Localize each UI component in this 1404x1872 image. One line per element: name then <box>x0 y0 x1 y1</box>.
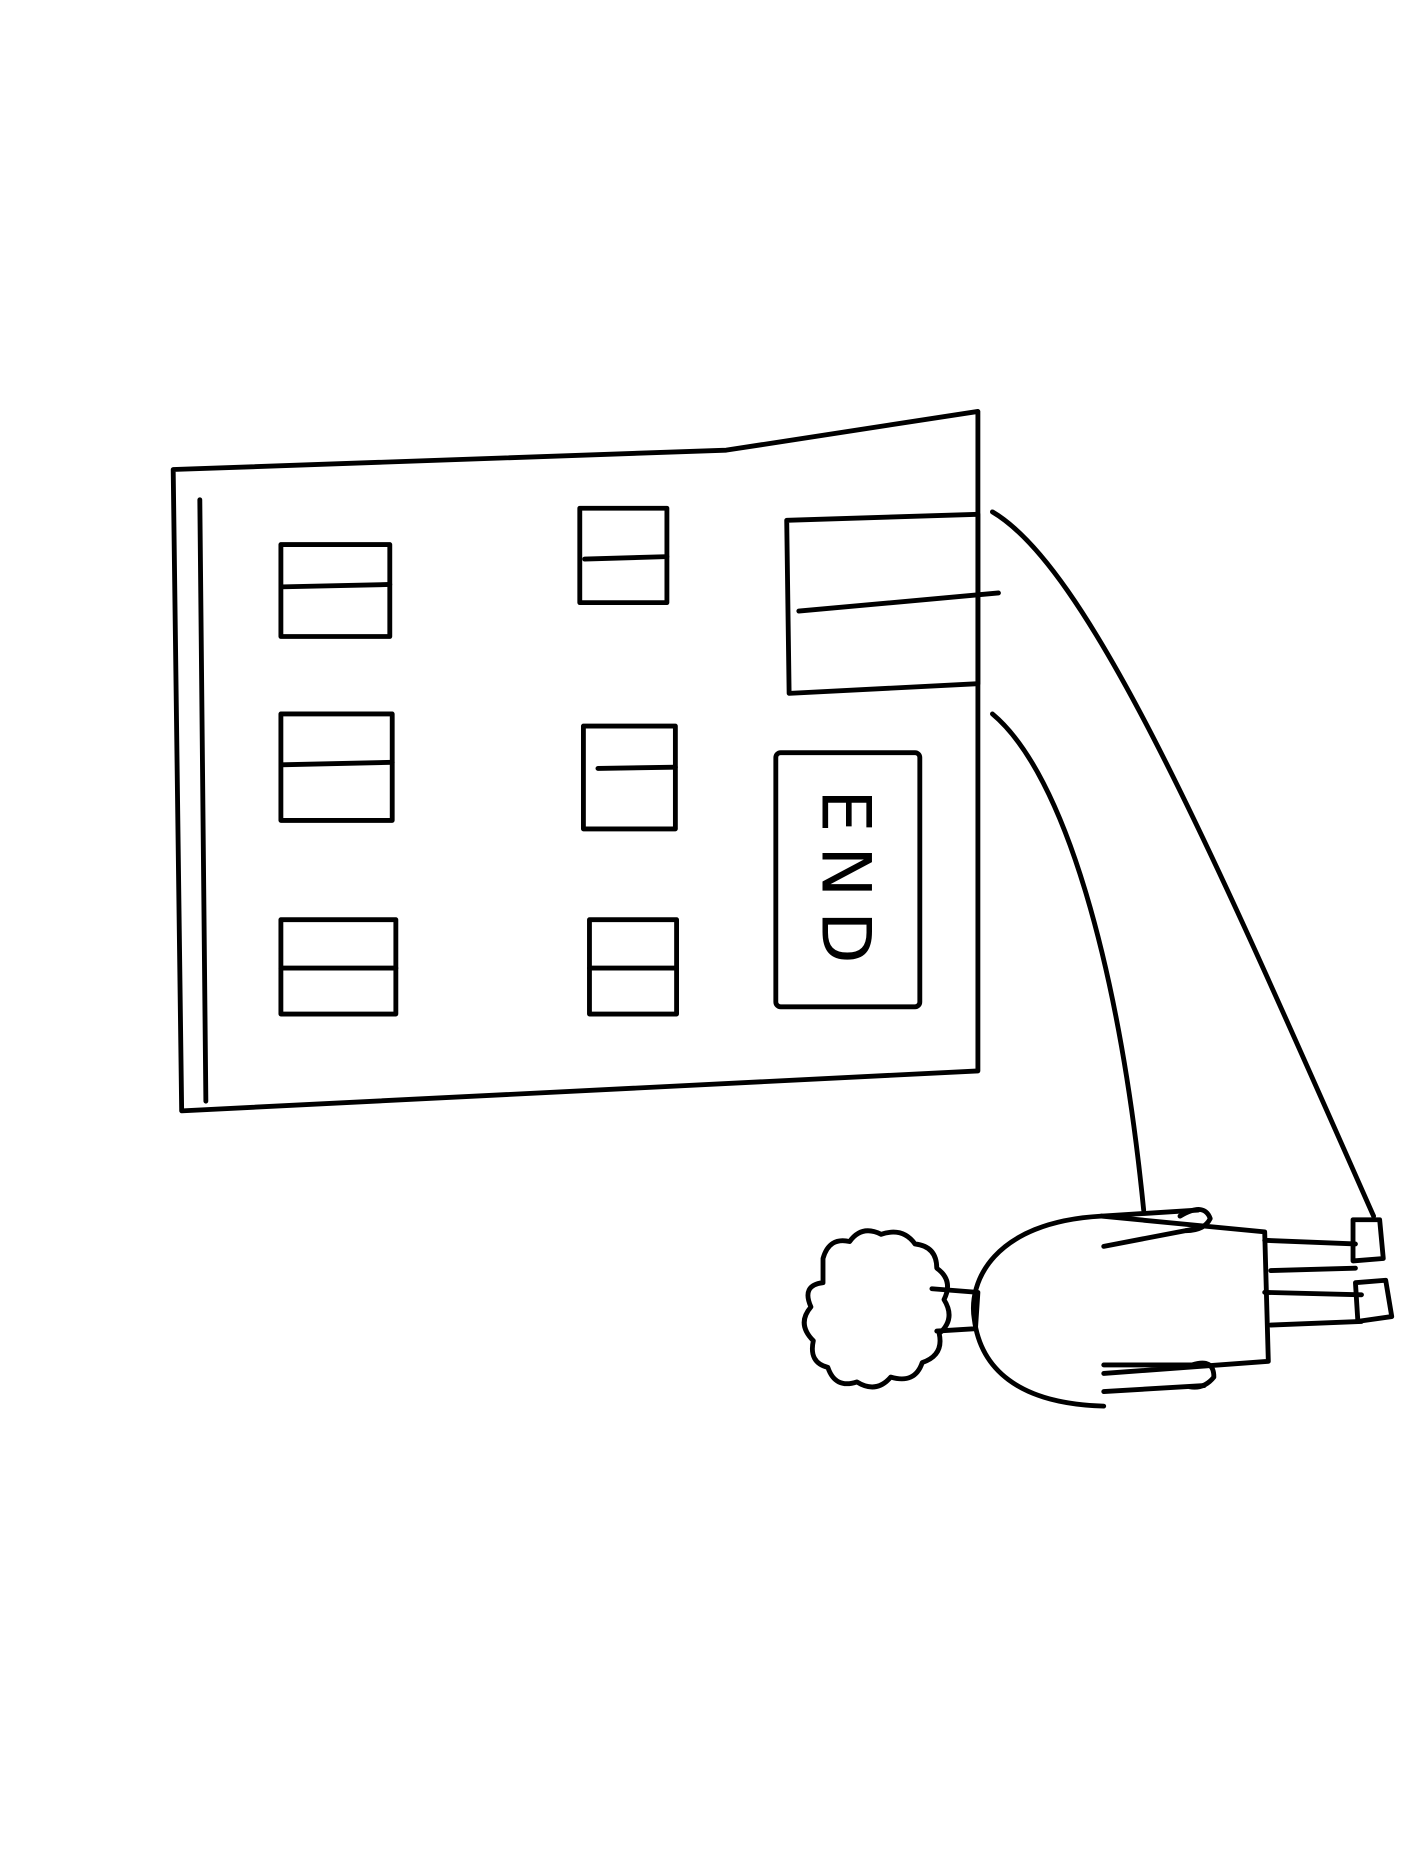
card[interactable] <box>278 711 395 823</box>
card[interactable] <box>278 542 393 639</box>
card[interactable] <box>278 917 399 1017</box>
screen-panel <box>170 409 981 1114</box>
connector-lines <box>989 509 1377 1219</box>
card-grid <box>278 505 1001 1017</box>
end-button-frame[interactable] <box>773 750 923 1010</box>
torso <box>971 1213 1107 1409</box>
shoe <box>1353 1277 1395 1324</box>
neck <box>929 1286 981 1334</box>
curly-hair-head <box>801 1228 952 1390</box>
large-card[interactable] <box>784 511 1001 696</box>
end-button[interactable]: END <box>773 760 917 1006</box>
hand <box>1187 1360 1217 1390</box>
end-button-label: END <box>805 788 885 978</box>
panel-frame <box>170 409 981 1114</box>
person-figure <box>801 1207 1395 1409</box>
card[interactable] <box>580 723 678 832</box>
arm-upper <box>1098 1207 1201 1249</box>
panel-side-bar <box>197 497 209 1104</box>
shoe <box>1350 1217 1386 1264</box>
leg-upper <box>1262 1237 1358 1274</box>
card[interactable] <box>587 917 680 1017</box>
hand <box>1177 1207 1213 1234</box>
leg-lower <box>1262 1289 1364 1328</box>
card[interactable] <box>577 505 670 606</box>
